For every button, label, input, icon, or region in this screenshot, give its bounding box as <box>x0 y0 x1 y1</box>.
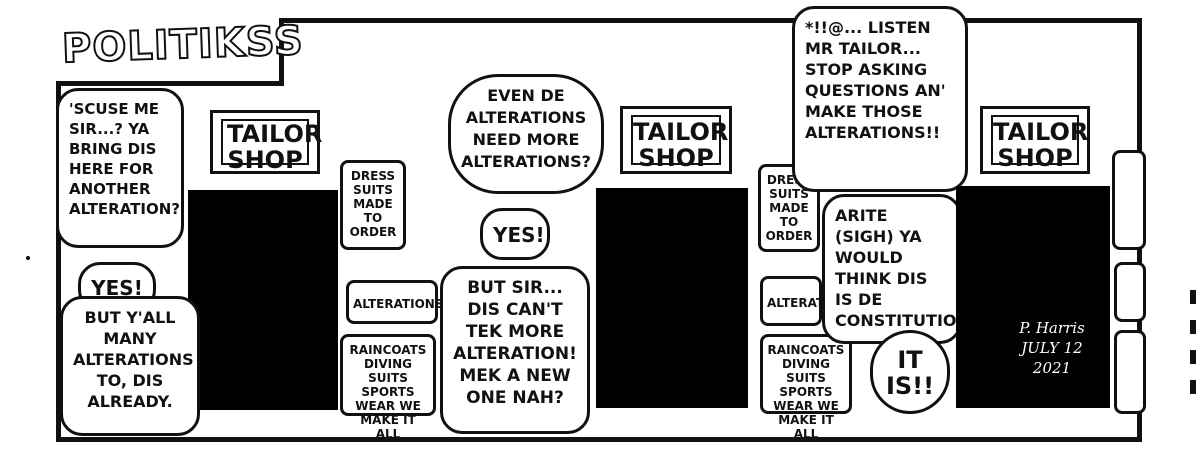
alterations-sign: ALTERATIONS <box>346 280 443 324</box>
tailor-shop-sign-text-3: TAILOR SHOP <box>991 115 1088 171</box>
speech-bubble-yes-2: YES! <box>480 208 550 260</box>
edge-mark <box>1190 380 1196 394</box>
tailor-shop-sign-text: TAILOR SHOP <box>221 119 322 173</box>
speech-bubble-it-is: IT IS!! <box>870 330 950 414</box>
redacted-figure <box>188 190 338 410</box>
speech-bubble-but-sir: BUT SIR... DIS CAN'T TEK MORE ALTERATION… <box>440 266 590 434</box>
alterations-sign-2: ALTERAT <box>760 276 824 326</box>
redacted-figure-3 <box>956 186 1110 408</box>
edge-mark <box>1190 350 1196 364</box>
redacted-figure-2 <box>596 188 748 408</box>
dress-suits-sign: DRESS SUITS MADE TO ORDER <box>340 160 406 250</box>
logo-box <box>56 18 284 86</box>
speech-bubble-listen: *!!@... LISTEN MR TAILOR... STOP ASKING … <box>792 6 968 192</box>
artist-signature: P. Harris JULY 12 2021 <box>1019 319 1085 377</box>
tailor-shop-sign-text-2: TAILOR SHOP <box>631 115 728 171</box>
tailor-shop-sign-2: TAILOR SHOP <box>620 106 732 174</box>
speech-bubble-even-alterations: EVEN DE ALTERATIONS NEED MORE ALTERATION… <box>448 74 604 194</box>
speech-bubble-customer: 'SCUSE ME SIR...? YA BRING DIS HERE FOR … <box>56 88 184 248</box>
tailor-shop-sign: TAILOR SHOP <box>210 110 322 174</box>
comic-title-logo: POLITIKSS <box>60 17 305 73</box>
edge-mark <box>1190 320 1196 334</box>
raincoats-sign: RAINCOATS DIVING SUITS SPORTS WEAR WE MA… <box>340 334 436 441</box>
partial-sign-edge-3 <box>1114 330 1146 414</box>
speech-bubble-arite: ARITE (SIGH) YA WOULD THINK DIS IS DE CO… <box>822 194 997 344</box>
partial-sign-edge <box>1112 150 1146 250</box>
speech-bubble-many-alterations: BUT Y'ALL MANY ALTERATIONS TO, DIS ALREA… <box>60 296 200 436</box>
stray-dot <box>26 256 30 260</box>
edge-mark <box>1190 290 1196 304</box>
partial-sign-edge-2 <box>1114 262 1146 322</box>
tailor-shop-sign-3: TAILOR SHOP <box>980 106 1090 174</box>
raincoats-sign-2: RAINCOATS DIVING SUITS SPORTS WEAR WE MA… <box>760 334 852 441</box>
